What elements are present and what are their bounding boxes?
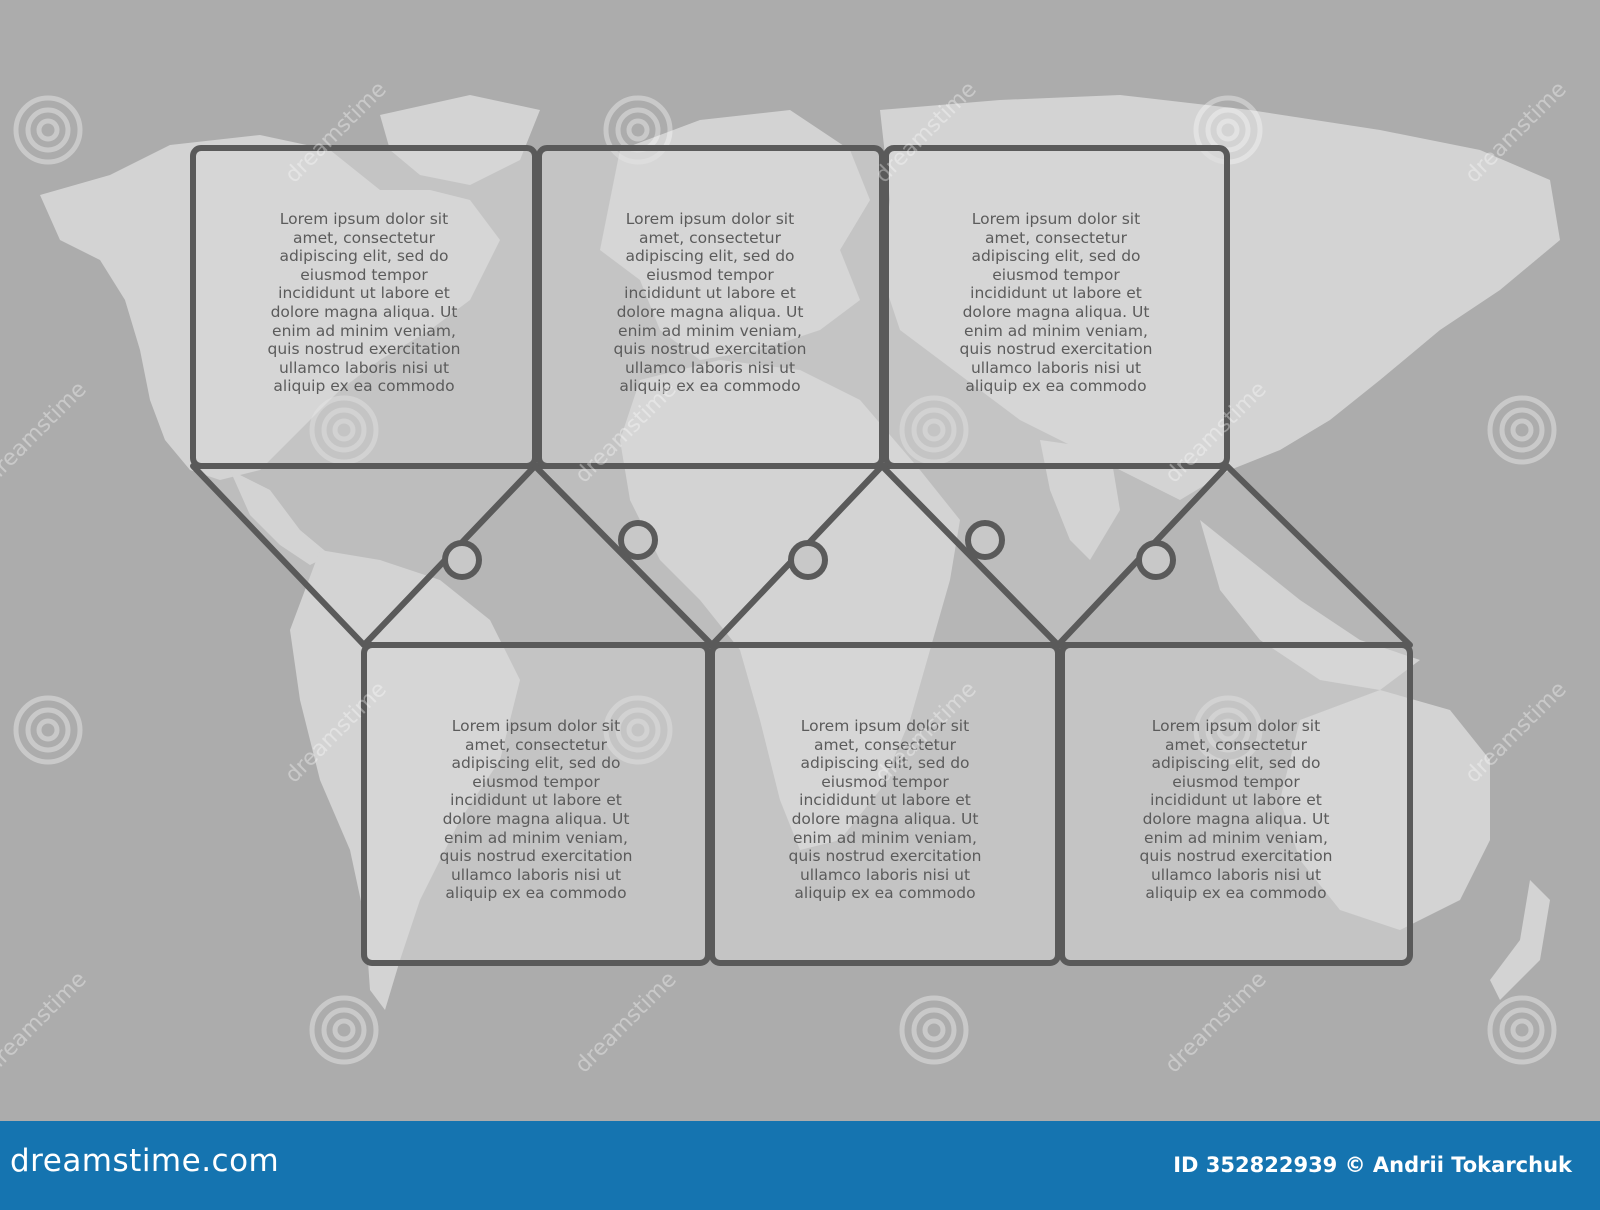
spiral-icon [309,995,379,1065]
spiral-icon [13,695,83,765]
box-text-bottom-3: Lorem ipsum dolor sit amet, consectetur … [1139,717,1333,903]
box-frame-bottom-1 [361,642,711,966]
diagram-canvas [13,95,1560,1065]
box-frame-bottom-2 [709,642,1061,966]
stock-footer-bar: dreamstime.com ID 352822939 © Andrii Tok… [0,1121,1600,1210]
puzzle-diagram [190,145,1413,966]
puzzle-knob [788,540,828,580]
infographic-stage: Lorem ipsum dolor sit amet, consectetur … [0,77,1572,1078]
box-text-bottom-1: Lorem ipsum dolor sit amet, consectetur … [439,717,633,903]
spiral-icon [1487,995,1557,1065]
box-frame-bottom-3 [1059,642,1413,966]
box-frame-top-1 [190,145,538,469]
box-text-top-2: Lorem ipsum dolor sit amet, consectetur … [613,210,807,396]
box-text-top-3: Lorem ipsum dolor sit amet, consectetur … [959,210,1153,396]
box-text-bottom-2: Lorem ipsum dolor sit amet, consectetur … [788,717,982,903]
box-text-top-1: Lorem ipsum dolor sit amet, consectetur … [267,210,461,396]
puzzle-knob [1136,540,1176,580]
footer-credit: ID 352822939 © Andrii Tokarchuk [1173,1153,1572,1177]
puzzle-knob [965,520,1005,560]
map-new-zealand [1490,880,1550,1000]
map-india [1040,440,1120,560]
puzzle-knob [618,520,658,560]
puzzle-knob [442,540,482,580]
box-frame-top-2 [536,145,885,469]
map-central-america [230,470,330,565]
spiral-icon [13,95,83,165]
spiral-icon [1487,395,1557,465]
box-frame-top-3 [883,145,1230,469]
spiral-icon [899,995,969,1065]
footer-logo[interactable]: dreamstime.com [10,1143,280,1179]
